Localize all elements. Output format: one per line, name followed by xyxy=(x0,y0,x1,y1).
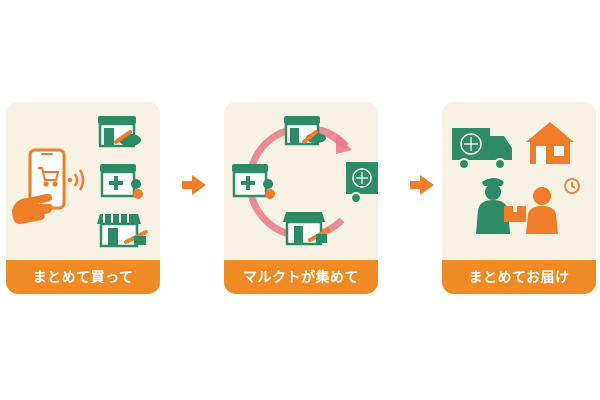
grocery-store-icon xyxy=(98,116,141,148)
pharmacy-icon xyxy=(100,164,143,199)
general-store-icon xyxy=(283,212,330,246)
recipient-person-icon xyxy=(526,187,558,234)
clock-icon xyxy=(564,178,580,194)
step-panel-deliver: まとめてお届け xyxy=(442,102,596,294)
arrow-right-icon xyxy=(410,175,434,195)
smartphone-icon xyxy=(28,148,66,210)
delivery-truck-icon xyxy=(452,128,512,170)
package-icon xyxy=(504,206,526,222)
delivery-truck-icon xyxy=(346,162,378,204)
delivery-person-icon xyxy=(476,178,510,234)
buy-illustration xyxy=(12,116,148,248)
step-label: マルクトが集めて xyxy=(224,260,378,294)
collect-illustration xyxy=(232,116,378,246)
deliver-illustration xyxy=(452,122,580,234)
pharmacy-icon xyxy=(232,164,275,199)
grocery-store-icon xyxy=(284,116,326,146)
step-panel-buy: まとめて買って xyxy=(6,102,160,294)
step-label: まとめてお届け xyxy=(442,260,596,294)
house-icon xyxy=(526,122,574,164)
step-label: まとめて買って xyxy=(6,260,160,294)
general-store-icon xyxy=(97,214,148,248)
shopping-cart-icon xyxy=(38,167,60,187)
hand-icon xyxy=(12,193,53,224)
signal-icon xyxy=(67,169,85,191)
arrow-right-icon xyxy=(182,175,206,195)
step-panel-collect: マルクトが集めて xyxy=(224,102,378,294)
